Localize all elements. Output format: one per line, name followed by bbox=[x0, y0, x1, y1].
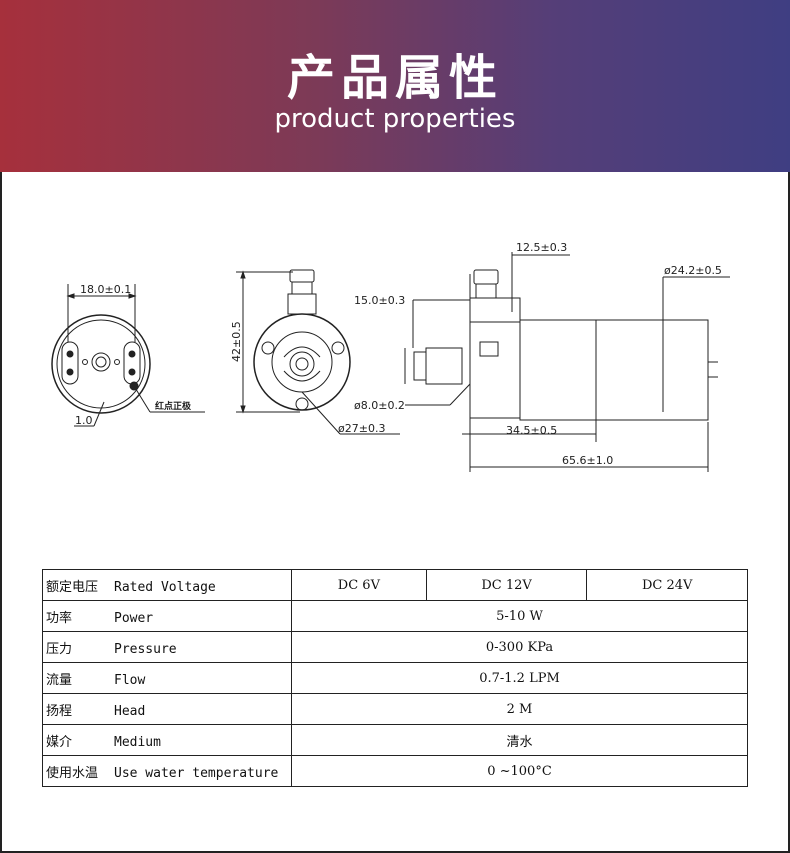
side-pump-length-dim: 34.5±0.5 bbox=[506, 424, 557, 437]
side-body-diameter-dim: ø24.2±0.5 bbox=[664, 264, 722, 277]
table-row: 流量 Flow 0.7-1.2 LPM bbox=[42, 662, 748, 694]
page-subtitle: product properties bbox=[274, 104, 516, 134]
left-tab-dim: 1.0 bbox=[75, 414, 93, 427]
left-end-view bbox=[51, 284, 205, 427]
spec-label-cn: 压力 bbox=[46, 641, 73, 657]
front-height-dim: 42±0.5 bbox=[230, 321, 243, 362]
spec-value: DC 6V bbox=[291, 569, 427, 601]
spec-label-cn: 媒介 bbox=[46, 734, 73, 750]
spec-label-cn: 使用水温 bbox=[46, 765, 99, 781]
spec-value: 0-300 KPa bbox=[291, 631, 748, 663]
spec-label-en: Pressure bbox=[114, 641, 177, 657]
spec-value: 0.7-1.2 LPM bbox=[291, 662, 748, 694]
side-inlet-diameter-dim: ø8.0±0.2 bbox=[354, 399, 405, 412]
spec-value: DC 12V bbox=[425, 569, 588, 601]
side-inlet-offset-dim: 15.0±0.3 bbox=[354, 294, 405, 307]
spec-label-en: Flow bbox=[114, 672, 146, 688]
spec-value: 2 M bbox=[291, 693, 748, 725]
spec-value: 0 ~100°C bbox=[291, 755, 748, 787]
spec-label-cn: 流量 bbox=[46, 672, 73, 688]
spec-label: 扬程 Head bbox=[42, 693, 292, 725]
spec-label: 使用水温 Use water temperature bbox=[42, 755, 292, 787]
spec-label-cn: 额定电压 bbox=[46, 579, 99, 595]
spec-label-en: Head bbox=[114, 703, 146, 719]
table-row: 扬程 Head 2 M bbox=[42, 693, 748, 725]
spec-value: 清水 bbox=[291, 724, 748, 756]
side-view bbox=[404, 252, 730, 472]
spec-label-cn: 功率 bbox=[46, 610, 73, 626]
side-total-length-dim: 65.6±1.0 bbox=[562, 454, 613, 467]
front-diameter-dim: ø27±0.3 bbox=[338, 422, 385, 435]
spec-label-en: Use water temperature bbox=[114, 765, 279, 781]
spec-value: 5-10 W bbox=[291, 600, 748, 632]
technical-drawing: 18.0±0.1 1.0 红点正极 42±0.5 ø27±0.3 12.5±0.… bbox=[51, 241, 730, 472]
spec-label: 压力 Pressure bbox=[42, 631, 292, 663]
frame-border-right bbox=[788, 172, 790, 853]
spec-label-cn: 扬程 bbox=[46, 703, 73, 719]
header-banner: 产品属性 product properties bbox=[0, 0, 790, 172]
spec-label: 额定电压 Rated Voltage bbox=[42, 569, 292, 601]
left-marker-note: 红点正极 bbox=[155, 400, 192, 412]
spec-value: DC 24V bbox=[586, 569, 748, 601]
side-outlet-dim: 12.5±0.3 bbox=[516, 241, 567, 254]
spec-label: 功率 Power bbox=[42, 600, 292, 632]
spec-label: 流量 Flow bbox=[42, 662, 292, 694]
spec-label-en: Power bbox=[114, 610, 154, 626]
spec-label-en: Rated Voltage bbox=[114, 579, 216, 595]
table-row: 使用水温 Use water temperature 0 ~100°C bbox=[42, 755, 748, 787]
left-width-dim: 18.0±0.1 bbox=[80, 283, 131, 296]
spec-table: 额定电压 Rated Voltage DC 6V DC 12V DC 24V 功率… bbox=[42, 569, 748, 787]
spec-label-en: Medium bbox=[114, 734, 161, 750]
table-row: 额定电压 Rated Voltage DC 6V DC 12V DC 24V bbox=[42, 569, 748, 601]
table-row: 媒介 Medium 清水 bbox=[42, 724, 748, 756]
page-title: 产品属性 bbox=[286, 50, 503, 106]
front-view bbox=[236, 269, 400, 435]
frame-border-left bbox=[0, 172, 2, 853]
frame-border-bottom bbox=[0, 851, 790, 853]
table-row: 功率 Power 5-10 W bbox=[42, 600, 748, 632]
spec-label: 媒介 Medium bbox=[42, 724, 292, 756]
table-row: 压力 Pressure 0-300 KPa bbox=[42, 631, 748, 663]
